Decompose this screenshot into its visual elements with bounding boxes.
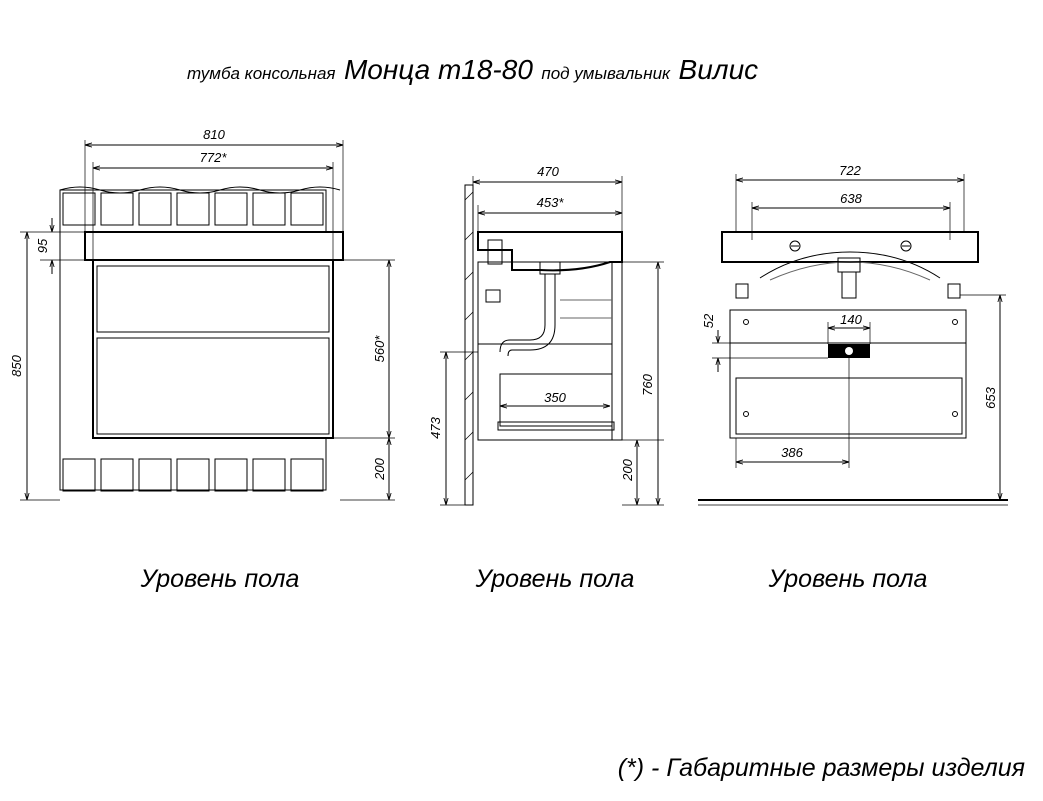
dim-back-140: 140 bbox=[840, 312, 862, 327]
drawing-title: тумба консольная Монца т18-80 под умывал… bbox=[187, 54, 758, 85]
wall-tile bbox=[176, 458, 210, 492]
drawer-lower bbox=[96, 337, 330, 435]
dim-side-473: 473 bbox=[428, 416, 443, 438]
wall-tile bbox=[214, 458, 248, 492]
dim-back-638: 638 bbox=[840, 191, 862, 206]
wall-section bbox=[464, 184, 474, 506]
side-view: 470 453* 350 473 760 200 bbox=[428, 164, 664, 506]
bracket-right bbox=[947, 283, 961, 299]
mount-hole-right bbox=[900, 240, 912, 252]
drain-outlet bbox=[539, 261, 561, 275]
dim-back-722: 722 bbox=[839, 163, 861, 178]
bracket-left bbox=[735, 283, 749, 299]
drain-siphon bbox=[499, 324, 546, 353]
wall-tile bbox=[252, 458, 286, 492]
wall-tile bbox=[62, 192, 96, 226]
mount-hole-left bbox=[789, 240, 801, 252]
footnote: (*) - Габаритные размеры изделия bbox=[618, 754, 1025, 782]
wall-tile bbox=[62, 458, 96, 492]
dim-back-653: 653 bbox=[983, 386, 998, 408]
wall-tile bbox=[290, 192, 324, 226]
wall-tile bbox=[100, 192, 134, 226]
wall-tile bbox=[252, 192, 286, 226]
drawer-upper bbox=[96, 265, 330, 333]
floor-label-side: Уровень пола bbox=[475, 565, 635, 593]
dim-back-386: 386 bbox=[781, 445, 803, 460]
dim-front-95: 95 bbox=[35, 238, 50, 253]
floor-label-front: Уровень пола bbox=[140, 565, 300, 593]
back-cabinet bbox=[729, 309, 967, 439]
front-view: 810 772* 95 850 560* 200 bbox=[9, 127, 395, 501]
back-sink-slab bbox=[721, 231, 979, 263]
wall-tile bbox=[290, 458, 324, 492]
dim-front-850: 850 bbox=[9, 354, 24, 376]
dim-front-810: 810 bbox=[203, 127, 225, 142]
wall-tile bbox=[214, 192, 248, 226]
back-drain-pipe bbox=[841, 271, 857, 299]
dim-side-200: 200 bbox=[620, 458, 635, 481]
countertop bbox=[84, 231, 344, 261]
dim-side-760: 760 bbox=[640, 373, 655, 395]
dim-side-470: 470 bbox=[537, 164, 559, 179]
back-view: 722 638 140 52 653 386 bbox=[698, 163, 1008, 506]
cabinet-body bbox=[92, 259, 334, 439]
tile-wall-top-edge bbox=[59, 186, 341, 194]
wall-tile bbox=[138, 458, 172, 492]
wall-tile bbox=[100, 458, 134, 492]
dim-front-772: 772* bbox=[200, 150, 228, 165]
floor-label-back: Уровень пола bbox=[768, 565, 928, 593]
wall-tile bbox=[138, 192, 172, 226]
side-drawer bbox=[499, 373, 613, 427]
basin-bowl bbox=[759, 251, 941, 279]
wall-tile bbox=[176, 192, 210, 226]
dim-side-350: 350 bbox=[544, 390, 566, 405]
dim-back-52: 52 bbox=[701, 313, 716, 328]
dim-front-560: 560* bbox=[372, 335, 387, 363]
dim-front-200: 200 bbox=[372, 457, 387, 480]
sink-profile bbox=[477, 231, 623, 272]
tile-wall bbox=[59, 189, 327, 492]
dim-side-453: 453* bbox=[537, 195, 565, 210]
